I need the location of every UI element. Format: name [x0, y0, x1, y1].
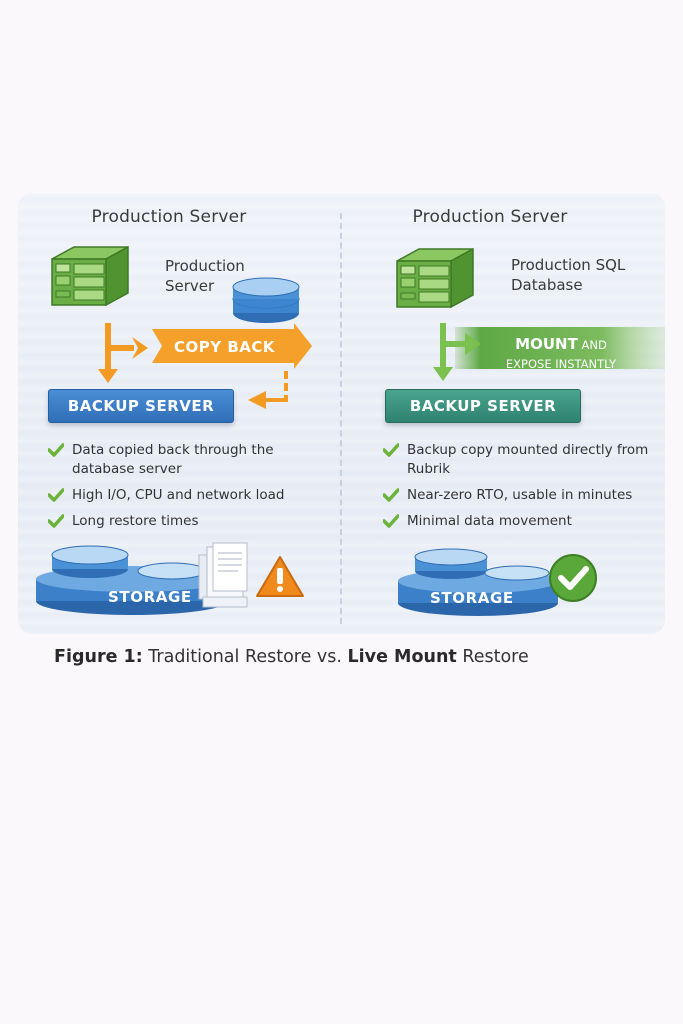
copy-back-arrow [98, 323, 312, 409]
storage-icon [36, 545, 228, 615]
left-title: Production Server [91, 207, 247, 227]
server-label-line1: Production [165, 257, 245, 275]
mount-label: MOUNT AND EXPOSE INSTANTLY [505, 335, 617, 372]
check-icon [48, 443, 64, 457]
panel-divider [340, 213, 342, 624]
server-label-line1: Production SQL [511, 256, 626, 274]
storage-label: STORAGE [108, 588, 192, 606]
bullet-item: Backup copy mounted directly from Rubrik [383, 441, 665, 479]
success-check-icon [549, 554, 597, 602]
check-icon [48, 514, 64, 528]
check-icon [383, 443, 399, 457]
bullet-item: Long restore times [48, 512, 333, 531]
bullet-item: Minimal data movement [383, 512, 665, 531]
comparison-panel: Production Server Production Server [18, 193, 665, 634]
mount-arrow [433, 323, 665, 381]
check-icon [383, 514, 399, 528]
storage-icon [398, 548, 558, 616]
warning-icon [256, 556, 304, 597]
database-icon [232, 277, 300, 323]
check-icon [48, 488, 64, 502]
traditional-restore-side: Production Server Production Server [18, 193, 340, 634]
copy-back-label: COPY BACK [174, 338, 276, 356]
server-label-line2: Server [165, 277, 215, 295]
storage-label: STORAGE [430, 589, 514, 607]
right-bullet-list: Backup copy mounted directly from Rubrik… [383, 441, 665, 538]
server-icon [396, 247, 474, 309]
bullet-item: Data copied back through the database se… [48, 441, 333, 479]
server-icon [51, 245, 129, 307]
server-label-line2: Database [511, 276, 583, 294]
check-icon [383, 488, 399, 502]
live-mount-side: Production Server Production SQL Databas… [343, 193, 665, 634]
left-bullet-list: Data copied back through the database se… [48, 441, 333, 538]
bullet-item: Near-zero RTO, usable in minutes [383, 486, 665, 505]
bullet-item: High I/O, CPU and network load [48, 486, 333, 505]
backup-server-box: BACKUP SERVER [385, 389, 581, 423]
right-title: Production Server [412, 207, 568, 227]
backup-server-box: BACKUP SERVER [48, 389, 234, 423]
document-stack-icon [198, 542, 248, 608]
figure-caption: Figure 1: Traditional Restore vs. Live M… [54, 647, 529, 667]
